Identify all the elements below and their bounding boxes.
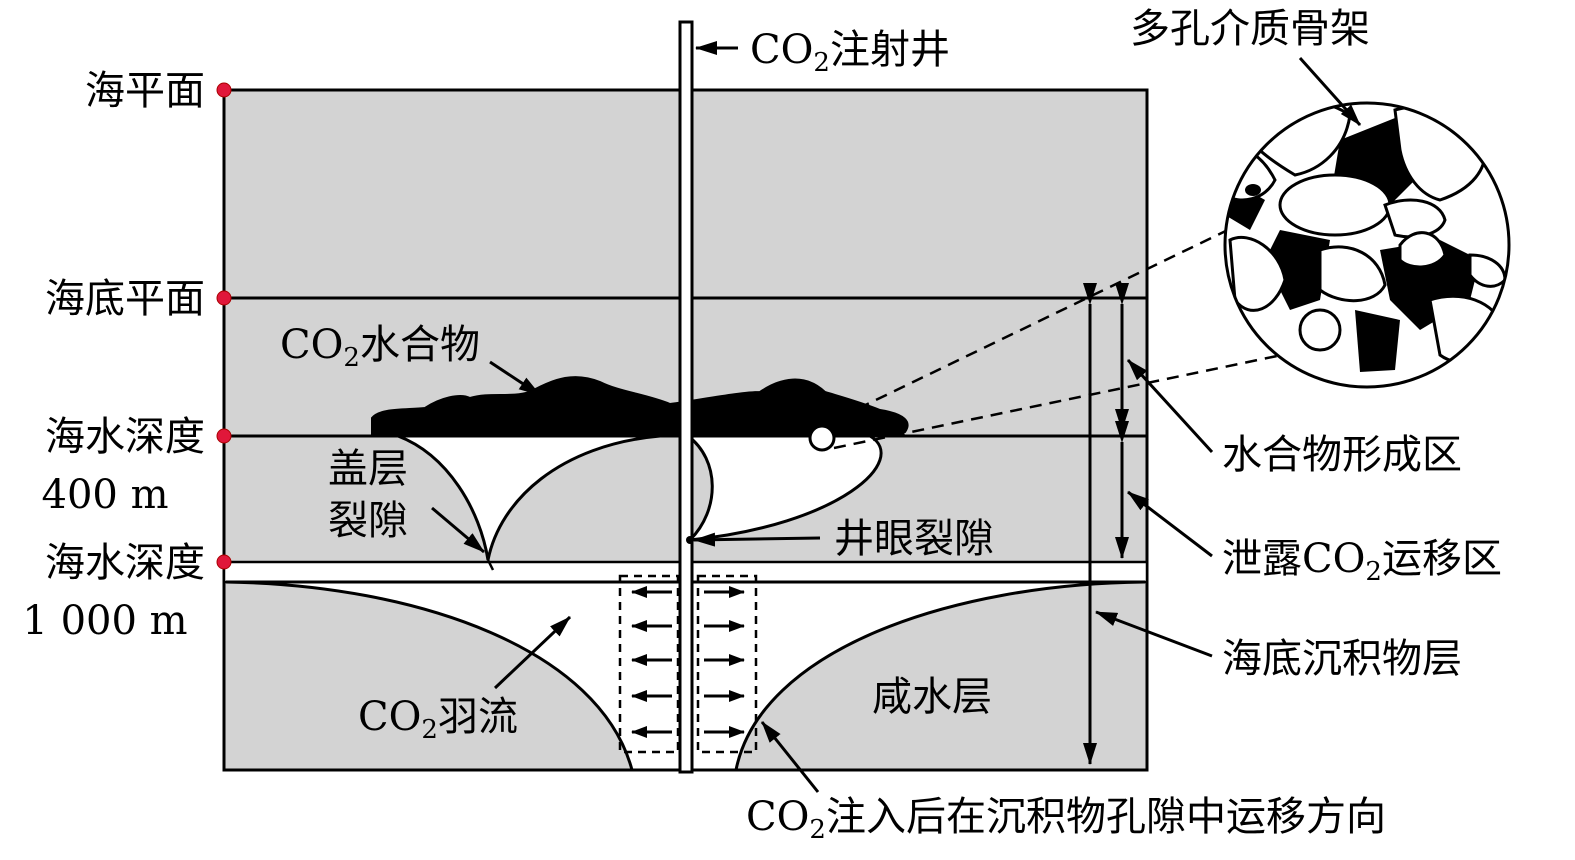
depth-1000-label: 海水深度 [45, 540, 205, 586]
marker-seabed [216, 290, 232, 306]
sample-point [808, 424, 836, 452]
arrow-hydrate-zone-label [1126, 358, 1214, 454]
arrow-plume-label [493, 615, 572, 690]
injection-well-label: CO2注射井 [750, 27, 950, 78]
wellbore-fracture-point [686, 536, 694, 544]
co2-hydrate-label: CO2水合物 [280, 322, 480, 373]
arrow-wellbore-label [693, 532, 821, 547]
sediment-layer-label: 海底沉积物层 [1222, 636, 1462, 682]
wellbore-fracture-label: 井眼裂隙 [834, 516, 994, 562]
migration-arrows-right [704, 586, 745, 738]
arrow-caprock-label [431, 506, 485, 554]
injection-well [678, 20, 694, 774]
migration-box-right [696, 574, 758, 754]
migration-box-left [618, 574, 680, 754]
wellbore-fracture-shape [683, 434, 883, 542]
arrow-sediment-label [1095, 610, 1213, 658]
caprock-fracture-label-line1: 盖层 [328, 446, 408, 492]
migration-arrows-left [631, 586, 672, 738]
pore-skeleton-label: 多孔介质骨架 [1130, 6, 1370, 52]
depth-400-value: 400 m [42, 472, 169, 518]
marker-depth-1000 [216, 554, 232, 570]
pore-magnification [1223, 101, 1511, 389]
marker-sea-level [216, 82, 232, 98]
magnify-line-top [821, 226, 1233, 428]
marker-depth-400 [216, 428, 232, 444]
co2-plume-label: CO2羽流 [358, 694, 518, 745]
arrow-hydrate-label [489, 360, 541, 397]
caprock-fracture-shape [397, 434, 661, 561]
saline-aquifer-label: 咸水层 [872, 674, 992, 720]
leak-migration-zone-label: 泄露CO2运移区 [1222, 536, 1502, 587]
migration-direction-label: CO2注入后在沉积物孔隙中运移方向 [746, 794, 1386, 845]
hydrate-formation-zone-label: 水合物形成区 [1222, 432, 1462, 478]
sea-level-label: 海平面 [85, 68, 205, 114]
caprock-fracture-tail [486, 559, 495, 571]
caprock-fracture-label-line2: 裂隙 [328, 498, 408, 544]
arrow-migration-label [760, 721, 820, 793]
seabed-label: 海底平面 [45, 276, 205, 322]
arrow-leak-zone-label [1127, 490, 1213, 558]
depth-400-label: 海水深度 [45, 414, 205, 460]
magnify-line-bottom [833, 354, 1278, 450]
arrow-pore-label [1298, 56, 1362, 127]
co2-hydrate-shape [371, 376, 909, 437]
depth-1000-value: 1 000 m [22, 598, 187, 644]
